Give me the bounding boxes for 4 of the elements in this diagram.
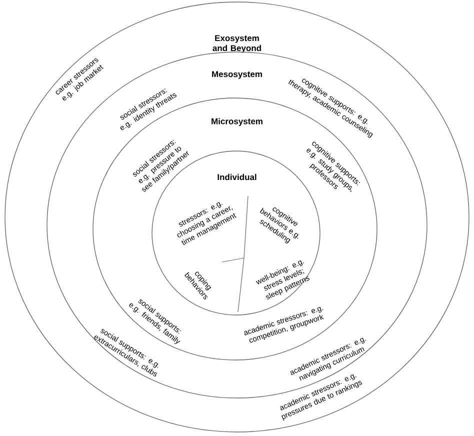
system-heading: Exosystem and Beyond [212, 35, 261, 53]
system-heading: Microsystem [212, 118, 262, 126]
system-heading: Mesosystem [212, 71, 262, 79]
system-heading: Individual [218, 174, 256, 180]
